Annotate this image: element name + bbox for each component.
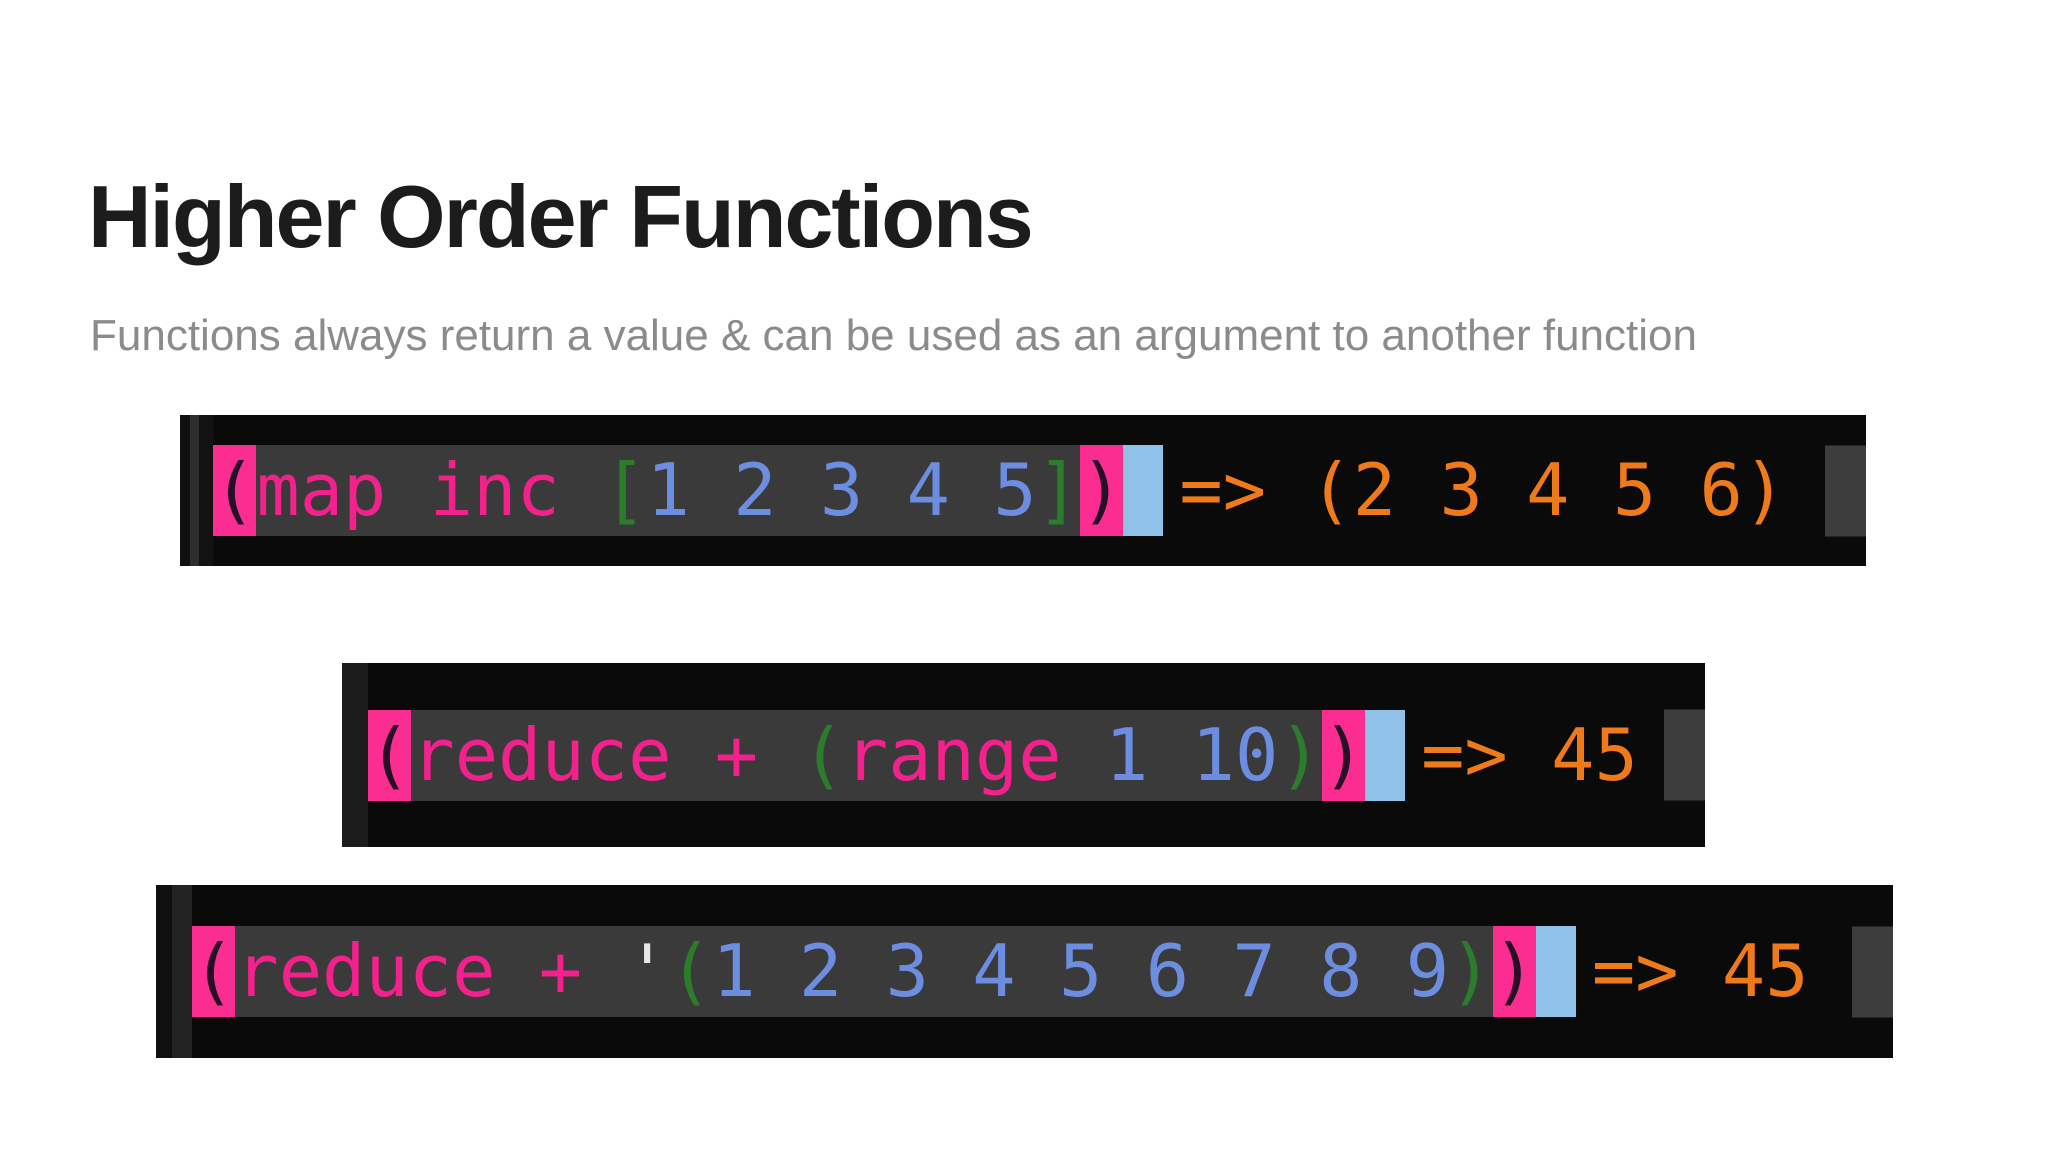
code-line: (reduce + (range 1 10)) => 45	[342, 663, 1705, 847]
code-token-green: )	[1278, 712, 1322, 797]
code-token-hl: )	[1321, 709, 1366, 801]
code-token-pink: map inc	[256, 448, 604, 532]
code-snippet-reduce-quoted-list: (reduce + '(1 2 3 4 5 6 7 8 9)) => 45	[156, 885, 1893, 1058]
code-token-hl: )	[1492, 926, 1536, 1017]
code-token-blue: 1 2 3 4 5 6 7 8 9	[712, 929, 1450, 1013]
code-token-pink: reduce +	[411, 712, 802, 797]
code-snippet-map-inc: (map inc [1 2 3 4 5]) => (2 3 4 5 6)	[180, 415, 1866, 566]
evaluation-result: => (2 3 4 5 6)	[1179, 448, 1787, 532]
text-cursor	[1123, 445, 1164, 536]
code-token-green: ]	[1036, 448, 1080, 532]
code-token-blue: 1 2 3 4 5	[646, 448, 1037, 532]
editor-fringe	[180, 415, 213, 566]
code-token-green: (	[668, 929, 713, 1013]
code-token-green: [	[603, 448, 647, 532]
text-cursor	[1535, 926, 1576, 1017]
page-subtitle: Functions always return a value & can be…	[90, 311, 1697, 360]
code-token-green: (	[801, 712, 845, 797]
end-of-line-block	[1664, 709, 1705, 801]
code-current-line: (reduce + (range 1 10))	[368, 709, 1406, 801]
code-token-hl: (	[213, 445, 257, 536]
editor-fringe	[156, 885, 192, 1058]
code-current-line: (reduce + '(1 2 3 4 5 6 7 8 9))	[192, 926, 1576, 1017]
code-token-hl: (	[192, 926, 236, 1017]
code-token-white: '	[625, 929, 669, 1013]
code-line: (map inc [1 2 3 4 5]) => (2 3 4 5 6)	[180, 415, 1866, 566]
end-of-line-block	[1852, 926, 1893, 1017]
editor-fringe	[342, 663, 368, 847]
evaluation-result: => 45	[1421, 712, 1638, 797]
code-token-hl: (	[368, 709, 412, 801]
code-token-green: )	[1449, 929, 1493, 1013]
end-of-line-block	[1825, 445, 1866, 536]
code-line: (reduce + '(1 2 3 4 5 6 7 8 9)) => 45	[156, 885, 1893, 1058]
text-cursor	[1365, 709, 1406, 801]
code-token-blue: 1 10	[1104, 712, 1279, 797]
page-title: Higher Order Functions	[88, 166, 1034, 266]
code-token-pink: reduce +	[235, 929, 626, 1013]
evaluation-result: => 45	[1591, 929, 1809, 1013]
code-snippet-reduce-range: (reduce + (range 1 10)) => 45	[342, 663, 1705, 847]
code-token-pink: range	[844, 712, 1105, 797]
code-current-line: (map inc [1 2 3 4 5])	[213, 445, 1164, 536]
code-token-hl: )	[1080, 445, 1124, 536]
